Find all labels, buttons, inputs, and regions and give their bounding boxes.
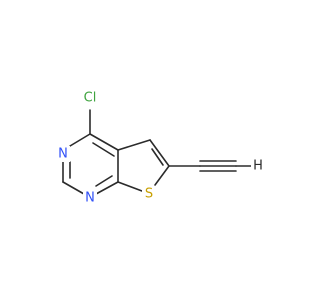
bond-c6-s7 — [154, 165, 170, 186]
atom-nitrogen-3: N — [58, 147, 68, 162]
bond-c4-c4a-inner — [92, 142, 115, 157]
bond-n3-c4 — [69, 133, 91, 147]
atom-chlorine: Cl — [84, 91, 97, 106]
bond-n1-c2 — [62, 181, 85, 195]
atom-nitrogen-1: N — [85, 191, 95, 206]
atom-sulfur: S — [145, 187, 153, 202]
bond-c4a-c5 — [117, 139, 151, 151]
bond-c5-c6-inner — [151, 148, 164, 166]
bond-c4-c4a — [89, 133, 119, 151]
molecule-canvas: Cl N N S H — [58, 90, 263, 206]
bond-c7a-n1 — [95, 181, 119, 195]
bond-c7a-n1-inner — [95, 175, 113, 187]
atom-hydrogen: H — [253, 159, 263, 174]
bond-s7-c7a — [117, 181, 143, 192]
structure-diagram: Cl N N S H — [58, 90, 263, 206]
bond-c5-c6 — [149, 139, 170, 167]
